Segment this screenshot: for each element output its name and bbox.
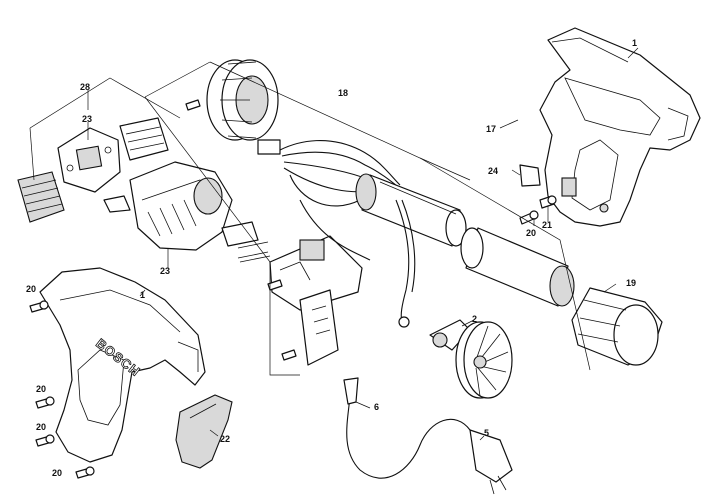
stand-part-22 [175, 394, 233, 469]
screw-20-a [29, 300, 49, 313]
fan-bracket-part-23 [57, 127, 121, 193]
air-tube [355, 173, 467, 247]
callout-23-bottom: 23 [160, 266, 170, 276]
internal-wires [299, 199, 416, 323]
insulation-plates [221, 221, 271, 263]
nozzle-part-19 [571, 287, 663, 366]
screw-20-b [35, 396, 55, 409]
knob-part-24 [519, 164, 541, 187]
callout-1-top: 1 [632, 38, 637, 48]
leader-lines [87, 47, 639, 441]
screw-small-top [185, 99, 201, 111]
screw-20-d [75, 466, 95, 479]
fan-housing-part-23 [129, 161, 233, 251]
callout-19: 19 [626, 278, 636, 288]
screw-21 [539, 195, 557, 209]
callout-22: 22 [220, 434, 230, 444]
power-cable-part-6 [343, 377, 481, 479]
small-clip [103, 195, 131, 213]
callout-24: 24 [488, 166, 498, 176]
callout-20-right: 20 [526, 228, 536, 238]
callout-23-top: 23 [82, 114, 92, 124]
callout-20-d: 20 [52, 468, 62, 478]
callout-17: 17 [486, 124, 496, 134]
assembly-lines [29, 61, 591, 376]
filter-grid-part-28 [119, 117, 169, 161]
callout-28: 28 [80, 82, 90, 92]
plug-part-5 [469, 429, 513, 495]
callout-5: 5 [484, 428, 489, 438]
callout-20-c: 20 [36, 422, 46, 432]
callout-1-left: 1 [140, 290, 145, 300]
switch-board [269, 235, 363, 366]
motor-fan-part-2 [398, 316, 513, 399]
nozzle-tube [460, 227, 575, 307]
screw-20-c [35, 434, 55, 447]
callout-labels: 1 1 2 5 6 17 18 19 20 20 20 20 20 21 22 … [26, 38, 637, 478]
heating-ring [206, 59, 281, 155]
callout-18: 18 [338, 88, 348, 98]
housing-left-half: BOSCH [39, 267, 206, 463]
callout-21: 21 [542, 220, 552, 230]
screw-small-board [267, 279, 297, 361]
housing-right-half [539, 27, 701, 227]
filter-cover [17, 171, 65, 223]
callout-2: 2 [472, 314, 477, 324]
callout-20-a: 20 [26, 284, 36, 294]
callout-6: 6 [374, 402, 379, 412]
callout-20-b: 20 [36, 384, 46, 394]
